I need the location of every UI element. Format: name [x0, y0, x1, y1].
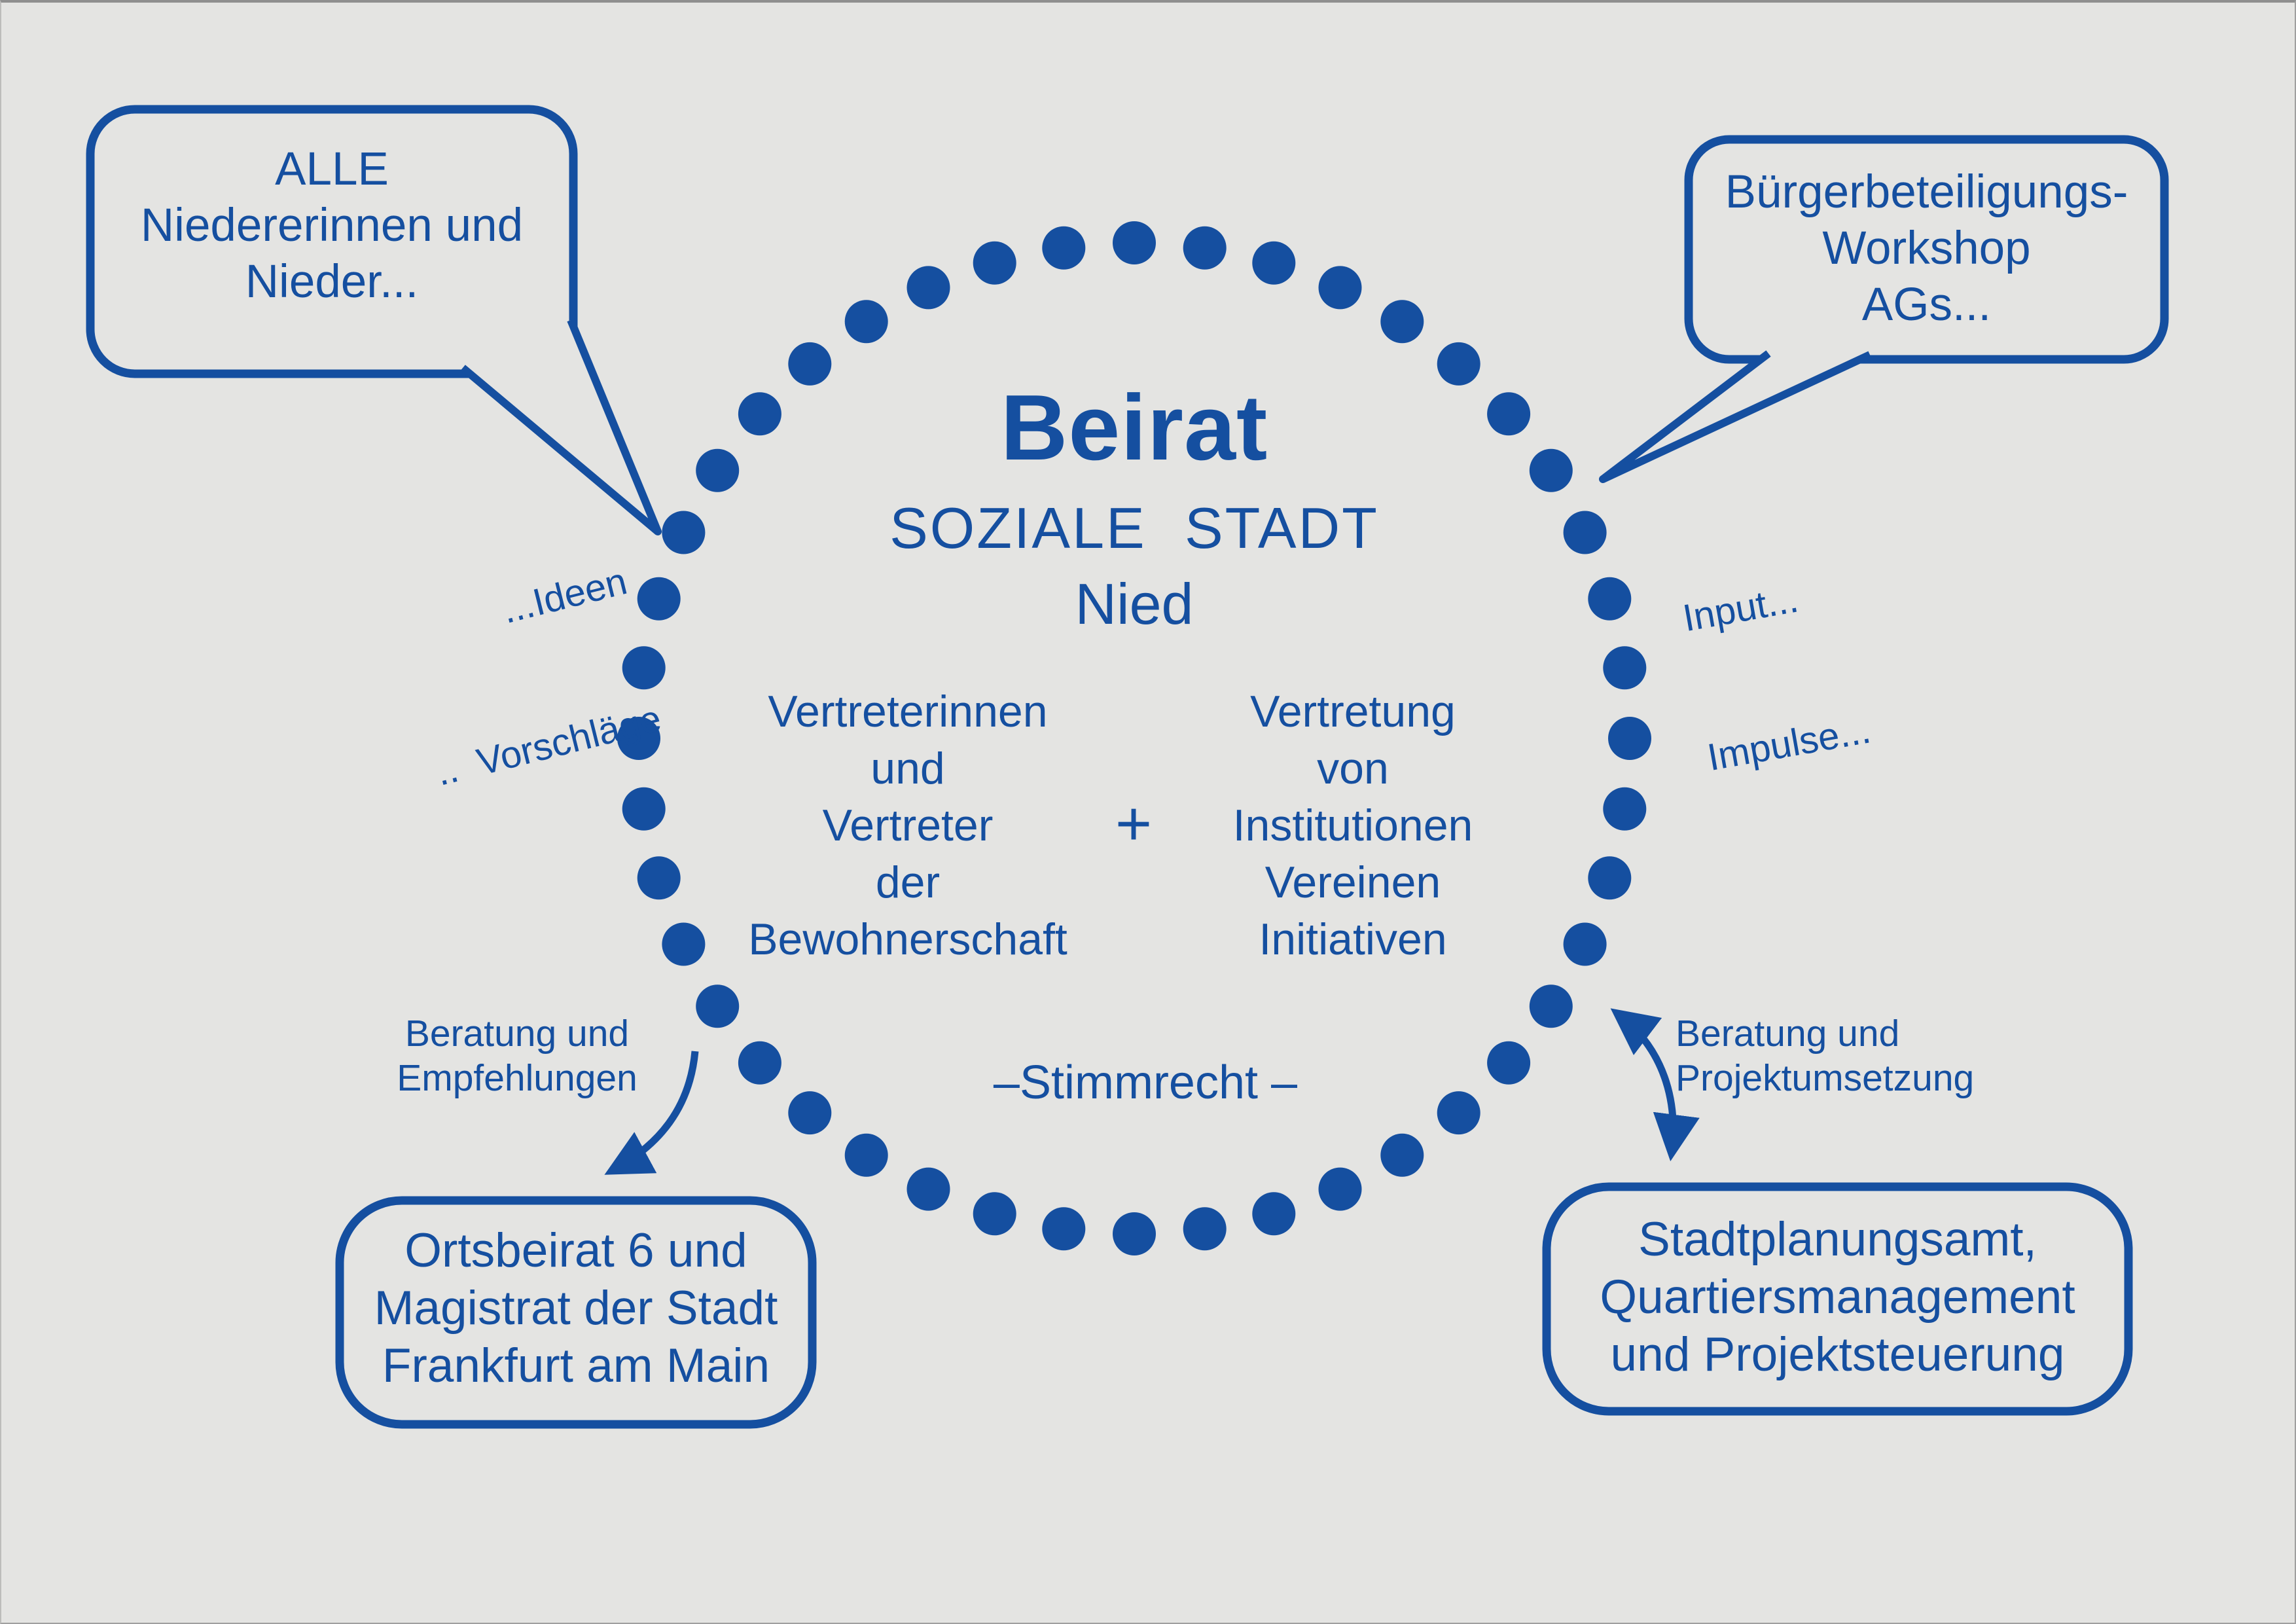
- circle-dot: [637, 577, 681, 621]
- circle-dot: [1183, 1207, 1227, 1251]
- bubble-line: ALLE: [275, 143, 389, 195]
- circle-dot: [1318, 1167, 1362, 1211]
- circle-dot: [973, 1192, 1016, 1236]
- column-line: Bewohnerschaft: [748, 914, 1067, 964]
- speech-bubble-top-right-tail: [1599, 350, 1872, 483]
- annotation-line: Impulse...: [1704, 708, 1874, 780]
- circle-district: Nied: [1075, 571, 1194, 636]
- column-line: Vertreter: [822, 801, 994, 850]
- column-line: Initiativen: [1259, 914, 1447, 964]
- bubble-line: Bürgerbeteiligungs-: [1725, 166, 2128, 218]
- circle-title: Beirat: [1000, 376, 1268, 480]
- annotation-beratung-projektumsetzung: Beratung und Projektumsetzung: [1676, 1011, 2173, 1100]
- bubble-line: Workshop: [1822, 223, 2031, 274]
- annotation-line: Beratung und: [1676, 1013, 1900, 1055]
- circle-dot: [1437, 342, 1480, 386]
- box-line: Quartiersmanagement: [1600, 1271, 2075, 1324]
- annotation-line: Beratung und: [404, 1013, 630, 1055]
- circle-dot: [1603, 787, 1647, 831]
- speech-bubble-top-right: [1684, 135, 2169, 364]
- circle-dot: [622, 787, 666, 831]
- circle-dot: [1588, 856, 1632, 900]
- circle-dot: [1380, 1133, 1424, 1177]
- annotation-line: Empfehlungen: [397, 1057, 637, 1099]
- circle-dot: [617, 717, 660, 760]
- circle-subtitle: SOZIALE STADT: [889, 496, 1379, 560]
- box-line: Magistrat der Stadt: [374, 1282, 778, 1335]
- circle-dot: [637, 856, 681, 900]
- circle-right-column: Vertretung von Institutionen Vereinen In…: [1157, 683, 1549, 968]
- circle-dot: [1113, 1212, 1156, 1255]
- circle-dot: [1608, 717, 1651, 760]
- circle-dot: [696, 984, 740, 1028]
- circle-dot: [844, 1133, 888, 1177]
- box-bottom-left-text: Ortsbeirat 6 und Magistrat der Stadt Fra…: [340, 1222, 812, 1395]
- circle-dot: [1487, 1041, 1531, 1085]
- annotation-input-impulse: Input... Impulse...: [1663, 444, 2064, 875]
- column-line: der: [875, 857, 941, 907]
- circle-dot: [906, 266, 950, 310]
- bubble-line: Nieder...: [245, 256, 419, 308]
- column-line: Vereinen: [1265, 857, 1441, 907]
- circle-dot: [1252, 241, 1296, 285]
- column-line: von: [1317, 744, 1389, 793]
- circle-dot: [1563, 511, 1607, 554]
- bubble-top-left-text: ALLE Niedererinnen und Nieder...: [90, 141, 573, 310]
- circle-dot: [844, 300, 888, 344]
- annotation-beratung-empfehlungen: Beratung und Empfehlungen: [288, 1011, 746, 1100]
- circle-dot: [1487, 392, 1531, 436]
- box-bottom-right-text: Stadtplanungsamt, Quartiersmanagement un…: [1547, 1211, 2128, 1384]
- circle-dot: [1529, 984, 1573, 1028]
- circle-dot: [1183, 226, 1227, 270]
- circle-dot: [1437, 1091, 1480, 1135]
- annotation-line: .. Vorschläge: [431, 696, 666, 794]
- annotation-line: Projektumsetzung: [1676, 1057, 1975, 1099]
- circle-dot: [1588, 577, 1632, 621]
- dotted-circle: [617, 221, 1651, 1255]
- plus-sign: +: [1115, 789, 1153, 859]
- circle-dot: [973, 241, 1016, 285]
- column-line: Vertreterinnen: [768, 687, 1048, 736]
- box-line: Stadtplanungsamt,: [1638, 1213, 2037, 1266]
- circle-dot: [906, 1167, 950, 1211]
- circle-dot: [1563, 922, 1607, 966]
- voting-note: –Stimmrecht –: [993, 1056, 1298, 1109]
- circle-dot: [1529, 448, 1573, 492]
- circle-dot: [738, 392, 781, 436]
- speech-bubble-top-left: [86, 105, 578, 378]
- bubble-top-right-text: Bürgerbeteiligungs- Workshop AGs...: [1689, 164, 2164, 333]
- column-line: und: [870, 744, 945, 793]
- circle-dot: [1042, 226, 1086, 270]
- circle-dot: [1603, 646, 1647, 690]
- box-bottom-left-shape: [335, 1196, 817, 1429]
- box-bottom-right-shape: [1542, 1182, 2133, 1416]
- circle-dot: [1318, 266, 1362, 310]
- diagram-shapes: [86, 105, 2169, 1429]
- annotation-line: Input...: [1679, 577, 1802, 640]
- column-line: Institutionen: [1232, 801, 1473, 850]
- bubble-line: AGs...: [1861, 279, 1992, 331]
- box-line: und Projektsteuerung: [1610, 1328, 2065, 1381]
- circle-left-column: Vertreterinnen und Vertreter der Bewohne…: [711, 683, 1104, 968]
- box-line: Ortsbeirat 6 und: [404, 1224, 747, 1277]
- annotation-line: ...Ideen: [497, 560, 632, 632]
- circle-dot: [622, 646, 666, 690]
- circle-dot: [662, 511, 706, 554]
- circle-dot: [662, 922, 706, 966]
- speech-bubble-top-left-tail: [460, 318, 662, 535]
- circle-dot: [788, 1091, 832, 1135]
- circle-dot: [1380, 300, 1424, 344]
- box-line: Frankfurt am Main: [382, 1339, 770, 1392]
- arrow-right-double: [1610, 1008, 1700, 1162]
- circle-dot: [1042, 1207, 1086, 1251]
- circle-dot: [696, 448, 740, 492]
- circle-dot: [738, 1041, 781, 1085]
- column-line: Vertretung: [1250, 687, 1456, 736]
- arrow-left-curved: [604, 1051, 699, 1175]
- bubble-line: Niedererinnen und: [140, 200, 524, 251]
- circle-dot: [1113, 221, 1156, 264]
- circle-dot: [788, 342, 832, 386]
- circle-dot: [1252, 1192, 1296, 1236]
